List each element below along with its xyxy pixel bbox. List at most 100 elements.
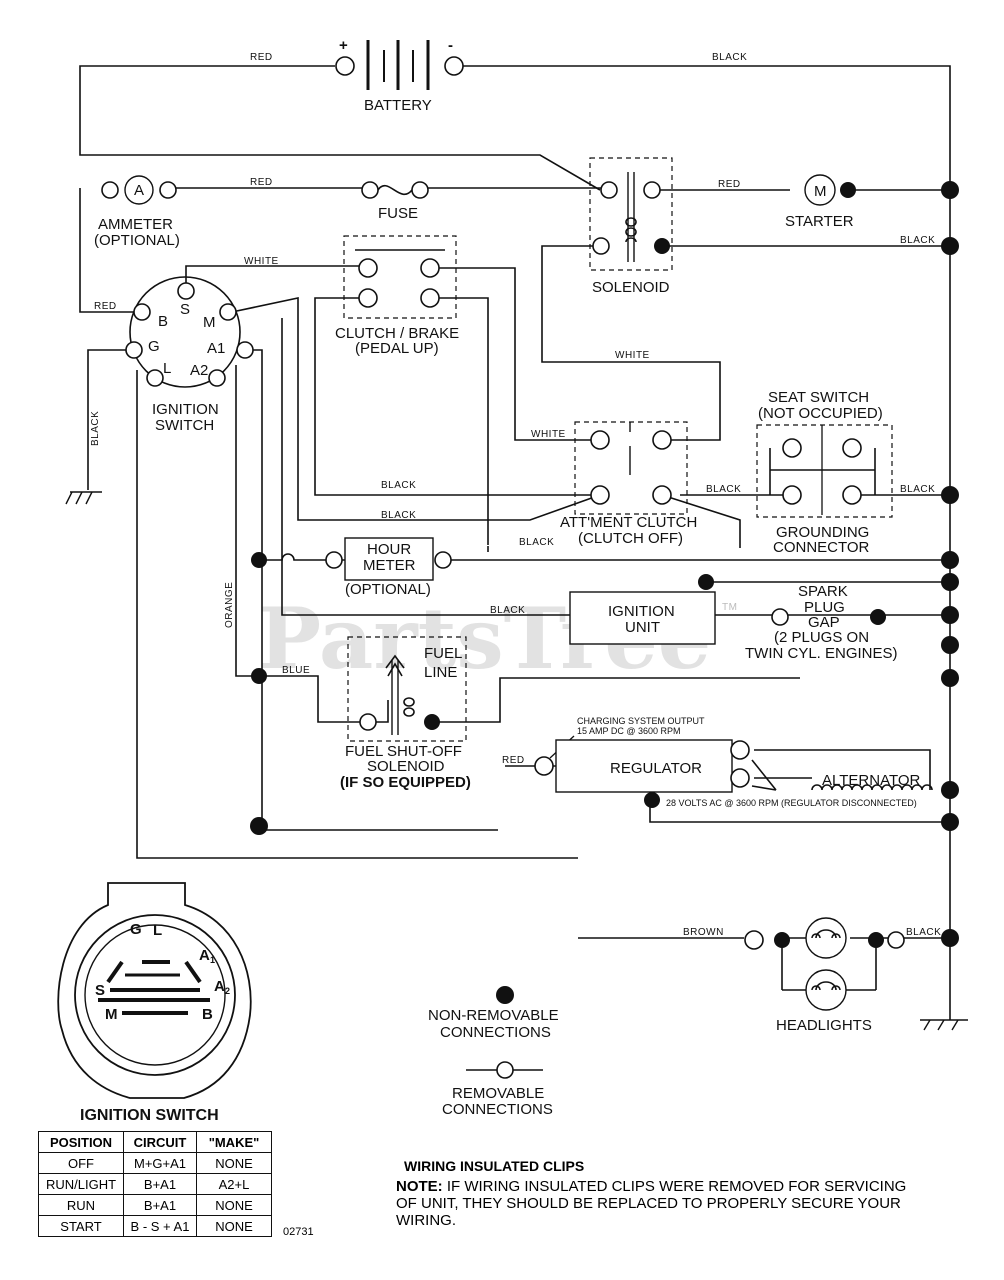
hour-meter: HOUR METER (OPTIONAL) [251, 537, 452, 598]
cell-circuit: B+A1 [123, 1194, 197, 1216]
ammeter-optional: (OPTIONAL) [94, 232, 180, 249]
legend-nonremovable-1: NON-REMOVABLE [428, 1007, 559, 1024]
table-row: START B - S + A1 NONE [38, 1215, 272, 1237]
ignition-unit-label-2: UNIT [625, 619, 660, 636]
battery: + - BATTERY [335, 37, 464, 114]
cell-make: NONE [196, 1215, 272, 1237]
wire-color-labels: RED BLACK RED RED BLACK RED WHITE WHITE … [90, 52, 941, 938]
ammeter: A AMMETER (OPTIONAL) [94, 175, 180, 249]
grounding-label-2: CONNECTOR [773, 539, 870, 556]
legend-removable-2: CONNECTIONS [442, 1101, 553, 1118]
legend-removable-1: REMOVABLE [452, 1085, 544, 1102]
regulator-label: REGULATOR [610, 760, 702, 777]
face-M: M [105, 1006, 118, 1023]
hour-meter-optional: (OPTIONAL) [345, 581, 431, 598]
attment-label-1: ATT'MENT CLUTCH [560, 514, 697, 531]
col-position: POSITION [38, 1131, 124, 1153]
wire-label-red-regulator: RED [502, 755, 525, 766]
term-S: S [180, 301, 190, 318]
wire-label-brown: BROWN [683, 927, 724, 938]
cell-make: NONE [196, 1152, 272, 1174]
ignition-label-1: IGNITION [152, 401, 219, 418]
battery-minus: - [448, 37, 453, 54]
battery-label: BATTERY [364, 97, 432, 114]
cell-make: A2+L [196, 1173, 272, 1195]
ignition-unit-label-1: IGNITION [608, 603, 675, 620]
legend-nonremovable-2: CONNECTIONS [440, 1024, 551, 1041]
clutch-brake-label-1: CLUTCH / BRAKE [335, 325, 459, 342]
spark-label-2: PLUG [804, 599, 845, 616]
spark-label-5: TWIN CYL. ENGINES) [745, 645, 898, 662]
face-A1-sub: 1 [210, 955, 215, 965]
table-row: RUN B+A1 NONE [38, 1194, 272, 1216]
cell-make: NONE [196, 1194, 272, 1216]
fuse: FUSE [361, 181, 429, 222]
face-L: L [153, 922, 162, 939]
ignition-switch-schematic: B S M G A1 L A2 IGNITION SWITCH [65, 276, 254, 505]
cell-circuit: B+A1 [123, 1173, 197, 1195]
charging-label-2: 15 AMP DC @ 3600 RPM [577, 726, 681, 736]
ignition-circuit-table: POSITION CIRCUIT "MAKE" OFF M+G+A1 NONE … [38, 1131, 272, 1237]
ignition-table: POSITION CIRCUIT "MAKE" OFF M+G+A1 NONE … [38, 1131, 272, 1237]
wire-label-black-seat-left: BLACK [706, 484, 741, 495]
face-G: G [130, 921, 142, 938]
spark-label-4: (2 PLUGS ON [774, 629, 869, 646]
solenoid: SOLENOID [589, 157, 673, 296]
fuel-line-label-2: LINE [424, 664, 457, 681]
term-L: L [163, 360, 171, 377]
grounding-label-1: GROUNDING [776, 524, 869, 541]
cell-position: START [38, 1215, 124, 1237]
note-body: IF WIRING INSULATED CLIPS WERE REMOVED F… [396, 1178, 907, 1229]
cell-position: OFF [38, 1152, 124, 1174]
term-A1: A1 [207, 340, 225, 357]
hour-meter-label-1: HOUR [367, 541, 411, 558]
watermark-tm: TM [722, 602, 737, 613]
cell-position: RUN/LIGHT [38, 1173, 124, 1195]
wire-label-white-solenoid: WHITE [615, 350, 650, 361]
wire-label-red-ammeter: RED [250, 177, 273, 188]
hour-meter-label-2: METER [363, 557, 416, 574]
clutch-brake-label-2: (PEDAL UP) [355, 340, 439, 357]
wire-label-black-2: BLACK [381, 510, 416, 521]
clutch-brake: CLUTCH / BRAKE (PEDAL UP) [335, 235, 459, 357]
wire-label-black-seat-right: BLACK [900, 484, 935, 495]
wire-label-black-1: BLACK [381, 480, 416, 491]
ignition-label-2: SWITCH [155, 417, 214, 434]
wire-label-red-ignition: RED [94, 301, 117, 312]
starter-label: STARTER [785, 213, 854, 230]
wire-label-black-headlight: BLACK [906, 927, 941, 938]
charging-label-1: CHARGING SYSTEM OUTPUT [577, 716, 705, 726]
wire-label-black-battery: BLACK [712, 52, 747, 63]
diagram-code: 02731 [283, 1226, 314, 1238]
face-B: B [202, 1006, 213, 1023]
alternator-label: ALTERNATOR [822, 772, 921, 789]
cell-circuit: B - S + A1 [123, 1215, 197, 1237]
starter: M STARTER [785, 174, 856, 230]
wire-label-black-solenoid: BLACK [900, 235, 935, 246]
fuel-sol-label-2: SOLENOID [367, 758, 445, 775]
wire-label-black-ignunit: BLACK [490, 605, 525, 616]
wire-label-white-ignition: WHITE [244, 256, 279, 267]
attachment-clutch: ATT'MENT CLUTCH (CLUTCH OFF) [560, 421, 697, 547]
term-M: M [203, 314, 216, 331]
headlights-label: HEADLIGHTS [776, 1017, 872, 1034]
table-row: RUN/LIGHT B+A1 A2+L [38, 1173, 272, 1195]
starter-symbol: M [814, 183, 827, 200]
battery-plus: + [339, 37, 348, 54]
wire-label-white-clutch: WHITE [531, 429, 566, 440]
note-label: NOTE: [396, 1178, 443, 1195]
col-make: "MAKE" [196, 1131, 272, 1153]
wire-label-red-starter: RED [718, 179, 741, 190]
ammeter-symbol: A [134, 182, 144, 199]
face-S: S [95, 982, 105, 999]
fuel-sol-label-1: FUEL SHUT-OFF [345, 743, 462, 760]
table-row: OFF M+G+A1 NONE [38, 1152, 272, 1174]
wires [79, 65, 951, 1020]
term-G: G [148, 338, 160, 355]
note-title: WIRING INSULATED CLIPS [404, 1158, 585, 1174]
attment-label-2: (CLUTCH OFF) [578, 530, 683, 547]
cell-circuit: M+G+A1 [123, 1152, 197, 1174]
ignition-switch-face: G L A 1 A 2 S M B IGNITION SWITCH [57, 882, 252, 1124]
fuel-line-label-1: FUEL [424, 645, 462, 662]
